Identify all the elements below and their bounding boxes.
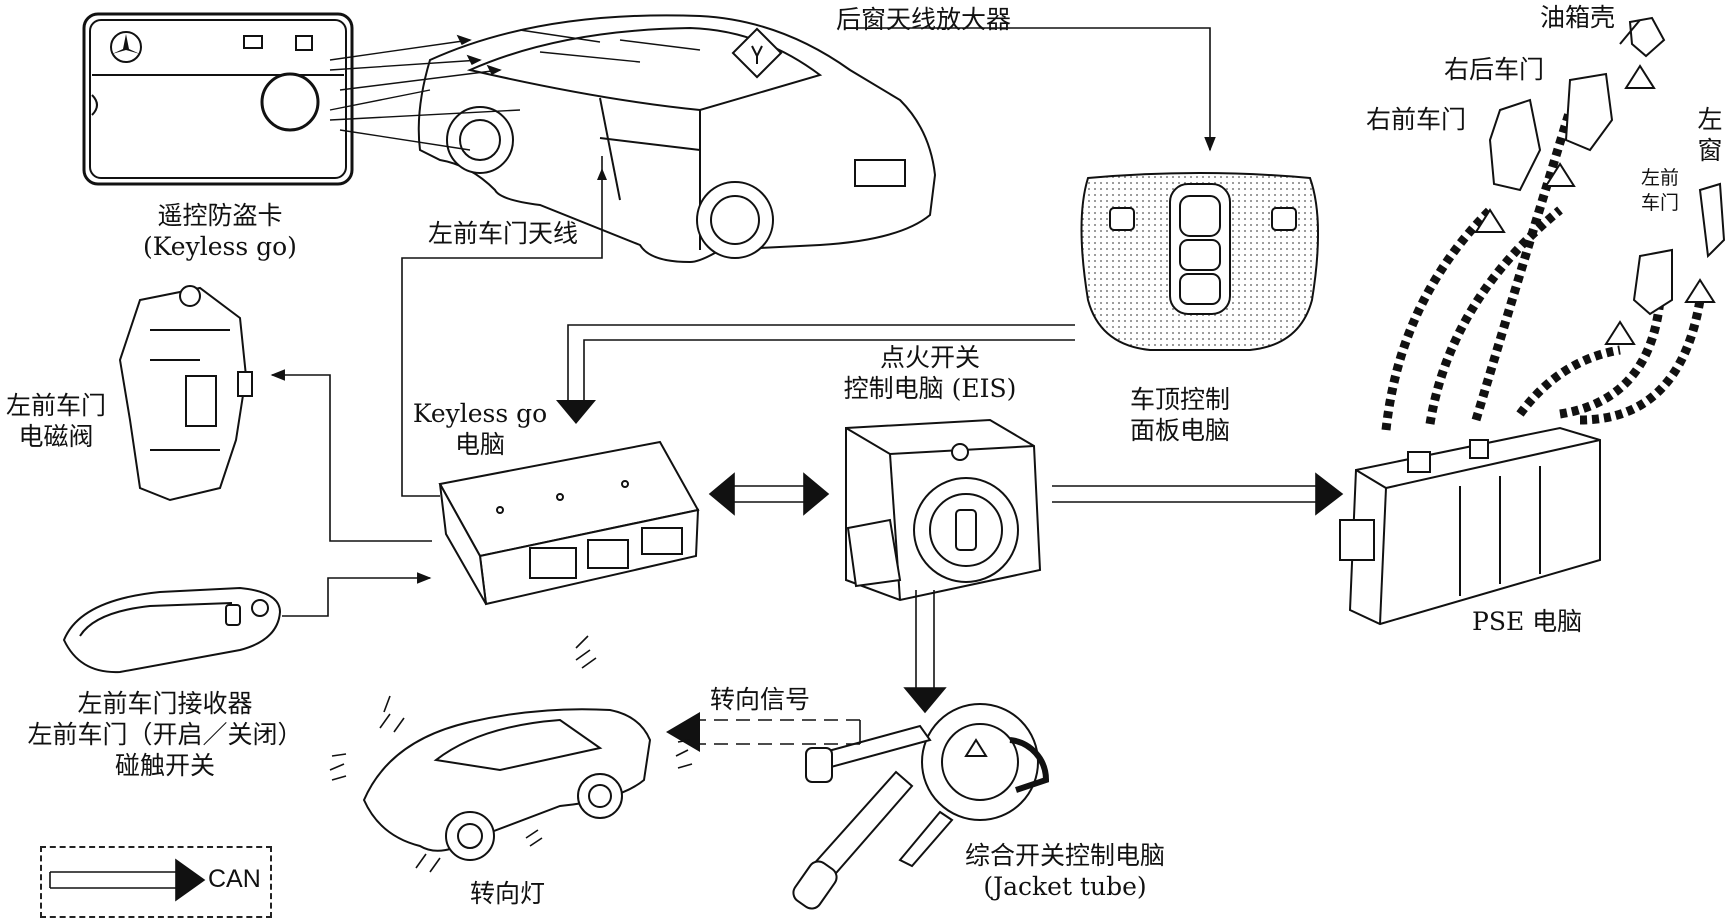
keyless-to-solenoid-line bbox=[270, 369, 432, 542]
door-lock-actuators bbox=[1488, 16, 1726, 316]
right-front-door-actuator bbox=[1488, 98, 1542, 192]
unlock-icon bbox=[295, 35, 313, 51]
receiver-label-1: 左前车门接收器 bbox=[77, 689, 253, 718]
jacket-tube-title: 综合开关控制电脑 bbox=[964, 841, 1165, 870]
solenoid-label-2: 电磁阀 bbox=[18, 422, 94, 451]
left-front-door-small-label: 左前 车门 bbox=[1634, 166, 1686, 216]
can-link-eis-jacket bbox=[903, 590, 947, 714]
ignition-ecu-subtitle: 控制电脑 (EIS) bbox=[843, 374, 1017, 403]
left-front-door-small-2: 车门 bbox=[1640, 192, 1679, 214]
jacket-tube-module bbox=[792, 703, 1050, 910]
roof-control-panel bbox=[1080, 172, 1319, 351]
jacket-tube-label: 综合开关控制电脑 (Jacket tube) bbox=[940, 840, 1190, 902]
keyless-ecu-title: Keyless go bbox=[412, 399, 548, 428]
door-latch-solenoid bbox=[118, 285, 253, 502]
left-window-label-2: 窗 bbox=[1697, 136, 1723, 165]
legend-can-arrow bbox=[49, 858, 206, 902]
wireless-signal-arrows bbox=[329, 29, 701, 151]
pse-vacuum-lines bbox=[1381, 108, 1705, 431]
roof-panel-title: 车顶控制 bbox=[1129, 385, 1230, 414]
door-handle-receiver bbox=[62, 586, 282, 674]
remote-card-subtitle: (Keyless go) bbox=[143, 232, 297, 261]
rear-window-amp-label: 后窗天线放大器 bbox=[836, 5, 1012, 34]
left-window-label-1: 左 bbox=[1697, 105, 1723, 134]
solenoid-label: 左前车门 电磁阀 bbox=[0, 390, 112, 452]
roof-panel-label: 车顶控制 面板电脑 bbox=[1110, 384, 1250, 446]
left-window-label: 左 窗 bbox=[1692, 104, 1728, 166]
keyless-go-ecu bbox=[438, 440, 700, 606]
roof-to-keyless-link bbox=[567, 324, 1075, 400]
turn-signal-label: 转向信号 bbox=[710, 685, 811, 714]
remote-card bbox=[82, 12, 354, 186]
turn-lamp-car bbox=[362, 708, 652, 861]
can-link-keyless-eis bbox=[708, 472, 830, 516]
ignition-ecu-label: 点火开关 控制电脑 (EIS) bbox=[830, 342, 1030, 404]
receiver-to-keyless-line bbox=[282, 572, 432, 617]
can-link-eis-pse bbox=[1052, 472, 1344, 516]
lock-icon bbox=[243, 35, 263, 49]
turn-signal-link bbox=[700, 719, 861, 745]
remote-card-label: 遥控防盗卡 (Keyless go) bbox=[120, 200, 320, 262]
door-antenna-line bbox=[401, 156, 603, 497]
receiver-label: 左前车门接收器 左前车门（开启／关闭） 碰触开关 bbox=[0, 688, 330, 781]
ignition-switch-ecu bbox=[845, 418, 1042, 602]
right-front-door-label: 右前车门 bbox=[1366, 105, 1467, 134]
fuel-flap-label: 油箱壳 bbox=[1540, 3, 1616, 32]
pse-ecu bbox=[1339, 426, 1601, 626]
jacket-tube-subtitle: (Jacket tube) bbox=[983, 872, 1147, 901]
solenoid-label-1: 左前车门 bbox=[5, 391, 106, 420]
sedan-illustration bbox=[417, 14, 937, 264]
right-rear-door-label: 右后车门 bbox=[1444, 55, 1545, 84]
legend-can-label: CAN bbox=[208, 865, 261, 893]
receiver-label-3: 碰触开关 bbox=[114, 751, 215, 780]
legend-box bbox=[40, 846, 272, 918]
receiver-label-2: 左前车门（开启／关闭） bbox=[27, 720, 303, 749]
pse-ecu-label: PSE 电脑 bbox=[1472, 607, 1583, 636]
actuator-arrowheads bbox=[1474, 64, 1716, 345]
left-front-door-small-1: 左前 bbox=[1640, 167, 1679, 189]
ignition-ecu-title: 点火开关 bbox=[879, 343, 980, 372]
roof-panel-subtitle: 面板电脑 bbox=[1129, 416, 1230, 445]
right-rear-door-actuator bbox=[1564, 72, 1614, 152]
turn-lamp-label: 转向灯 bbox=[470, 879, 546, 908]
fuel-flap-actuator bbox=[1628, 16, 1666, 58]
left-window-actuator bbox=[1698, 182, 1726, 259]
keyless-ecu-label: Keyless go 电脑 bbox=[400, 398, 560, 460]
left-front-door-actuator bbox=[1632, 248, 1673, 316]
keyless-ecu-subtitle: 电脑 bbox=[454, 430, 505, 459]
turn-lamp-flashes bbox=[329, 635, 693, 873]
door-antenna-label: 左前车门天线 bbox=[428, 219, 579, 248]
remote-card-title: 遥控防盗卡 bbox=[157, 201, 283, 230]
amp-to-roof-line bbox=[844, 27, 1216, 152]
